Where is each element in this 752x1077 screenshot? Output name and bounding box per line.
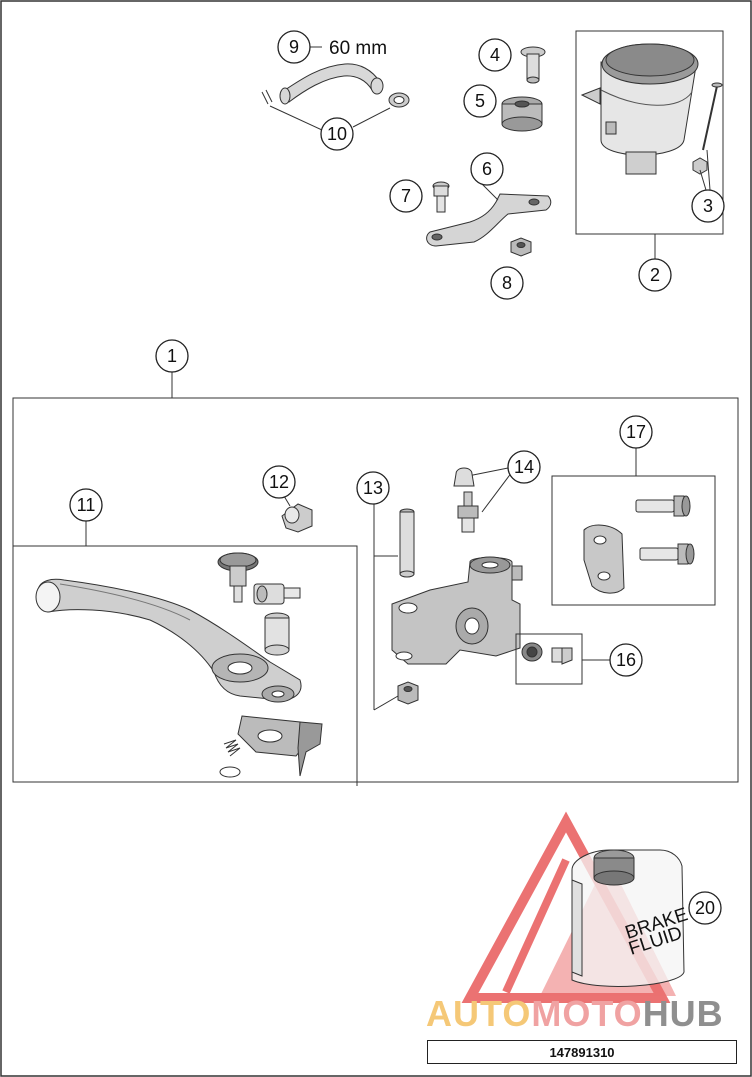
reservoir-box — [575, 30, 724, 235]
svg-text:1: 1 — [167, 346, 177, 366]
callout-13: 13 — [356, 471, 390, 505]
callout-9: 9 — [277, 30, 311, 64]
nut-part-8 — [510, 237, 532, 257]
callout-16: 16 — [609, 643, 643, 677]
clamp-part-left — [261, 89, 273, 105]
lever-box — [12, 545, 358, 783]
watermark-part-hub: HUB — [642, 993, 724, 1034]
callout-14: 14 — [507, 450, 541, 484]
watermark-part-auto: AUTO — [426, 993, 532, 1034]
seal-box-16 — [515, 633, 583, 685]
callout-6: 6 — [470, 152, 504, 186]
callout-8: 8 — [490, 266, 524, 300]
pivot-pin-part — [253, 583, 301, 605]
callout-12: 12 — [262, 465, 296, 499]
bushing-part — [264, 612, 290, 656]
leader-14 — [467, 467, 513, 513]
svg-text:3: 3 — [703, 196, 713, 216]
watermark-wordmark: AUTOMOTOHUB — [426, 994, 746, 1034]
bolt-part-7 — [432, 181, 450, 213]
leader-6 — [481, 183, 499, 201]
svg-text:5: 5 — [475, 91, 485, 111]
svg-text:14: 14 — [514, 457, 534, 477]
svg-text:17: 17 — [626, 422, 646, 442]
cap-part-14 — [453, 467, 475, 487]
callout-3: 3 — [691, 189, 725, 223]
nut-part-13 — [397, 681, 419, 705]
callout-5: 5 — [463, 84, 497, 118]
callout-1: 1 — [155, 339, 189, 373]
seal-part-16 — [521, 642, 573, 665]
svg-text:4: 4 — [490, 45, 500, 65]
svg-text:13: 13 — [363, 478, 383, 498]
screw-part-4 — [520, 46, 546, 84]
reservoir-part — [580, 43, 699, 175]
callout-11: 11 — [69, 488, 103, 522]
watermark-part-moto: MOTO — [531, 993, 643, 1034]
bolt-part-17b — [639, 543, 695, 565]
reference-number-box: 147891310 — [427, 1040, 737, 1064]
lever-part-11 — [35, 578, 302, 703]
callout-7: 7 — [389, 179, 423, 213]
hose-part — [279, 63, 384, 105]
svg-text:2: 2 — [650, 265, 660, 285]
callout-2: 2 — [638, 258, 672, 292]
bleeder-part-14 — [457, 491, 479, 533]
lever-holder-part — [237, 715, 323, 777]
svg-text:12: 12 — [269, 472, 289, 492]
plug-part-12 — [281, 503, 313, 533]
svg-text:16: 16 — [616, 650, 636, 670]
circlip-part — [219, 766, 241, 778]
leader-3 — [699, 149, 711, 191]
svg-text:11: 11 — [77, 495, 96, 515]
reference-number: 147891310 — [549, 1044, 615, 1060]
callout-10: 10 — [320, 117, 354, 151]
master-cylinder-body — [391, 556, 523, 665]
grommet-part-5 — [501, 96, 543, 132]
hose-length-label: 60 mm — [329, 38, 387, 59]
leader-13 — [373, 500, 399, 711]
svg-text:6: 6 — [482, 159, 492, 179]
brake-fluid-bottle — [571, 849, 685, 987]
leader-lines-10 — [269, 105, 391, 131]
clamp-box-17 — [551, 475, 716, 606]
clamp-part-right — [388, 92, 410, 108]
svg-text:9: 9 — [289, 37, 299, 57]
svg-text:20: 20 — [695, 898, 715, 918]
spring-part — [223, 739, 241, 757]
screw-part-3 — [692, 82, 723, 175]
svg-text:8: 8 — [502, 273, 512, 293]
callout-20: 20 — [688, 891, 722, 925]
bolt-part-17a — [635, 495, 691, 517]
svg-text:7: 7 — [401, 186, 411, 206]
adjuster-knob-part — [217, 552, 259, 603]
callout-17: 17 — [619, 415, 653, 449]
callout-4: 4 — [478, 38, 512, 72]
bracket-part-6 — [426, 193, 552, 247]
svg-text:10: 10 — [327, 124, 347, 144]
clamp-part-17 — [583, 524, 625, 594]
pin-part-13 — [399, 508, 415, 578]
